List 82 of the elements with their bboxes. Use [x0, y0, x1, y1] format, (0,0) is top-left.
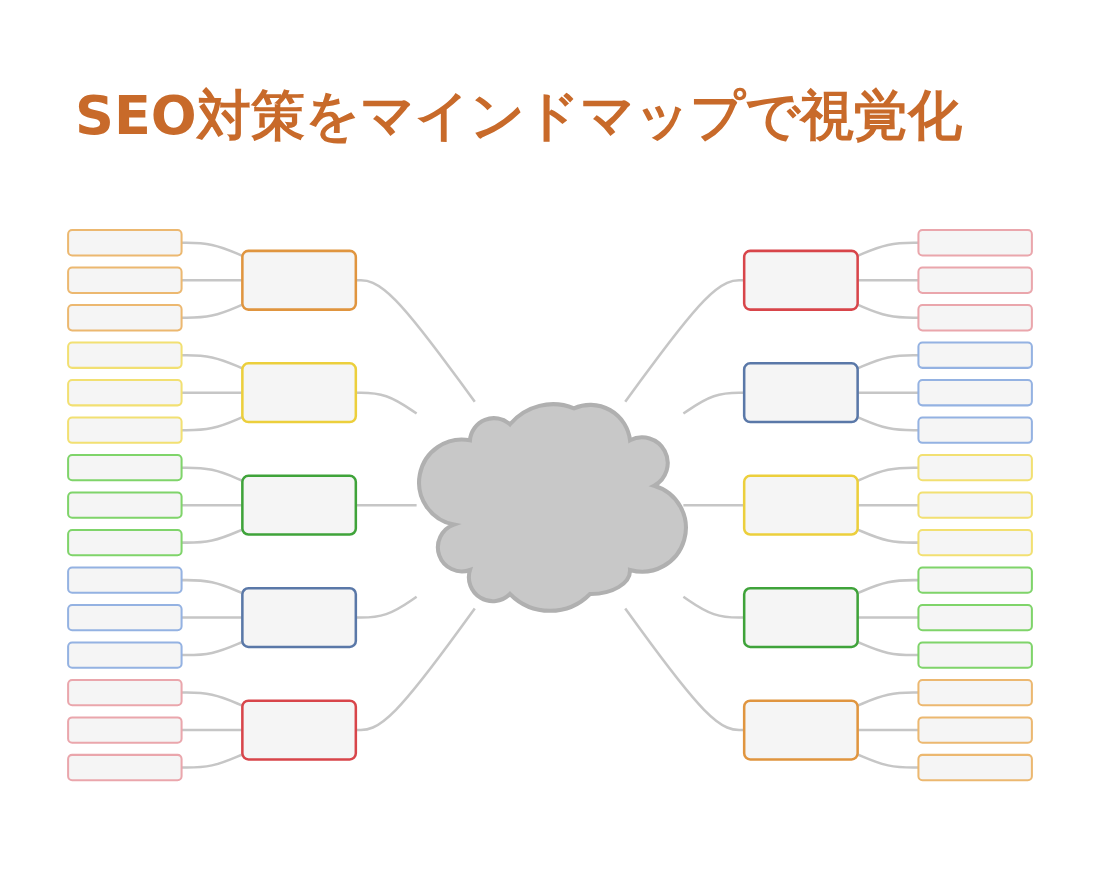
connector — [624, 607, 745, 732]
node-box — [917, 716, 1033, 744]
connector — [181, 728, 243, 732]
node-box — [917, 416, 1033, 444]
node-box — [67, 341, 183, 369]
connector — [857, 303, 919, 319]
node-box — [917, 753, 1033, 782]
connector — [857, 691, 919, 707]
connector — [857, 415, 919, 432]
connector — [857, 728, 919, 732]
node-box — [742, 586, 859, 649]
node-box — [67, 528, 183, 557]
connector — [181, 303, 243, 319]
connector — [857, 640, 919, 657]
node-box — [67, 303, 183, 332]
connector — [181, 528, 243, 544]
node-box — [67, 228, 183, 257]
connector — [355, 595, 418, 619]
node-box — [742, 249, 859, 311]
connector — [857, 616, 919, 619]
title: SEO対策をマインドマップで視覚化 — [75, 84, 962, 149]
node-box — [241, 249, 358, 311]
node-box — [742, 699, 859, 761]
node-box — [67, 491, 183, 519]
node-box — [241, 361, 358, 424]
node-box — [67, 453, 183, 482]
connector — [857, 278, 919, 282]
connector — [355, 391, 418, 415]
node-box — [917, 491, 1033, 519]
node-box — [917, 678, 1033, 707]
connector — [181, 616, 243, 619]
node-box — [67, 716, 183, 744]
connector — [624, 278, 745, 403]
node-box — [67, 378, 183, 407]
connector — [857, 503, 919, 507]
connector — [857, 753, 919, 769]
connector — [857, 578, 919, 595]
connector — [355, 503, 417, 507]
connector — [682, 391, 745, 415]
node-box — [917, 341, 1033, 369]
connector — [181, 691, 243, 707]
connector — [181, 503, 243, 507]
node-box — [241, 586, 358, 649]
connector — [181, 415, 243, 432]
connector — [181, 753, 243, 769]
connector — [181, 391, 243, 394]
node-box — [917, 453, 1033, 482]
connector — [857, 528, 919, 544]
node-box — [67, 641, 183, 669]
node-box — [241, 699, 358, 761]
connector — [857, 391, 919, 394]
node-box — [917, 603, 1033, 632]
connector — [181, 278, 243, 282]
node-box — [67, 566, 183, 594]
node-box — [917, 228, 1033, 257]
node-box — [917, 566, 1033, 594]
node-box — [67, 678, 183, 707]
node-box — [917, 641, 1033, 669]
node-box — [241, 474, 358, 536]
connector — [181, 241, 243, 257]
connector — [181, 640, 243, 657]
node-box — [917, 528, 1033, 557]
connector — [355, 278, 476, 403]
connector — [682, 595, 745, 619]
node-box — [917, 266, 1033, 294]
connector — [683, 503, 745, 507]
node-bubble — [417, 402, 688, 613]
connector — [181, 466, 243, 482]
node-box — [67, 266, 183, 294]
connector — [857, 353, 919, 370]
connector — [181, 578, 243, 595]
node-box — [917, 303, 1033, 332]
connector — [857, 466, 919, 482]
connector — [857, 241, 919, 257]
connector — [355, 607, 476, 732]
node-box — [67, 603, 183, 632]
node-box — [67, 416, 183, 444]
node-box — [742, 361, 859, 424]
node-box — [67, 753, 183, 782]
node-box — [742, 474, 859, 536]
connector — [181, 353, 243, 370]
node-box — [917, 378, 1033, 407]
